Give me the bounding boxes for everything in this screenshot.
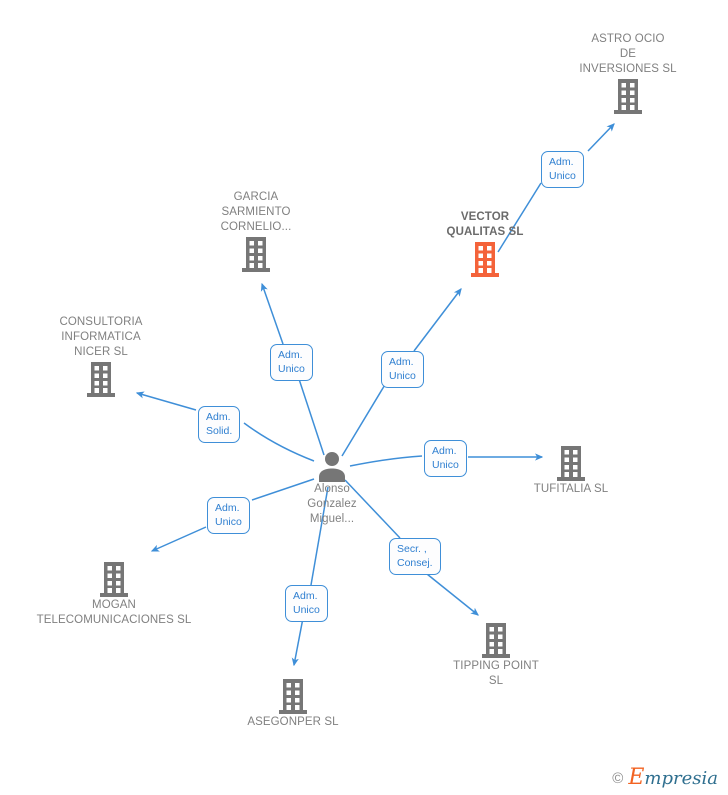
node-label-tufitalia: TUFITALIA SL [533, 483, 609, 495]
edge-line-consultoria-left [135, 391, 197, 411]
node-tufitalia[interactable]: TUFITALIA SL [486, 444, 656, 497]
building-icon [486, 444, 656, 482]
building-icon [171, 235, 341, 273]
node-vector-qualitas[interactable]: VECTOR QUALITAS SL [400, 210, 570, 278]
node-garcia-sarmiento[interactable]: GARCIA SARMIENTO CORNELIO... [171, 190, 341, 273]
node-label-asegonper: ASEGONPER SL [247, 716, 339, 728]
edge-label-vector-qualitas[interactable]: Adm. Unico [381, 351, 424, 388]
node-tipping-point[interactable]: TIPPING POINT SL [411, 621, 581, 689]
node-astro-ocio[interactable]: ASTRO OCIO DE INVERSIONES SL [543, 32, 713, 115]
node-mogan-telecomunicaciones[interactable]: MOGAN TELECOMUNICACIONES SL [29, 560, 199, 628]
edge-label-garcia-sarmiento[interactable]: Adm. Unico [270, 344, 313, 381]
node-label-astro-ocio: ASTRO OCIO DE INVERSIONES SL [579, 33, 677, 75]
node-label-center-person: Alonso Gonzalez Miguel... [307, 483, 357, 525]
edge-line-vector-qualitas-lower [341, 382, 387, 457]
node-asegonper[interactable]: ASEGONPER SL [208, 677, 378, 730]
node-label-garcia-sarmiento: GARCIA SARMIENTO CORNELIO... [220, 191, 292, 233]
edge-label-mogan[interactable]: Adm. Unico [207, 497, 250, 534]
edge-label-asegonper[interactable]: Adm. Unico [285, 585, 328, 622]
edge-line-astro-ocio-upper [587, 123, 615, 152]
building-icon [29, 560, 199, 598]
brand-logo: Empresia [628, 765, 718, 790]
building-icon [16, 360, 186, 398]
edge-label-tipping-point[interactable]: Secr. , Consej. [389, 538, 441, 575]
edge-line-garcia-lower [297, 375, 325, 456]
node-label-tipping-point: TIPPING POINT SL [453, 660, 539, 687]
edge-line-consultoria-right [243, 422, 315, 462]
edge-line-tufitalia-left [349, 455, 423, 467]
building-icon [411, 621, 581, 659]
person-icon [247, 450, 417, 482]
edge-line-mogan-left [150, 526, 207, 552]
edge-label-tufitalia[interactable]: Adm. Unico [424, 440, 467, 477]
edge-label-astro-ocio[interactable]: Adm. Unico [541, 151, 584, 188]
edge-line-tipping-upper [344, 479, 401, 539]
node-label-consultoria-informatica: CONSULTORIA INFORMATICA NICER SL [59, 316, 143, 358]
edge-line-garcia-upper [260, 282, 284, 345]
brand-rest: mpresia [644, 768, 718, 789]
edge-line-asegonper-lower [291, 617, 304, 667]
edge-label-consultoria[interactable]: Adm. Solid. [198, 406, 241, 443]
edge-line-asegonper-upper [310, 486, 329, 586]
building-icon [543, 77, 713, 115]
watermark: © Empresia [612, 765, 718, 790]
brand-initial: E [628, 765, 645, 790]
edge-line-astro-ocio-lower [497, 182, 542, 253]
node-center-person[interactable]: Alonso Gonzalez Miguel... [247, 450, 417, 527]
node-consultoria-informatica[interactable]: CONSULTORIA INFORMATICA NICER SL [16, 315, 186, 398]
edge-line-tipping-lower [421, 569, 479, 616]
edge-line-mogan-right [251, 478, 315, 501]
copyright-icon: © [612, 770, 624, 787]
building-icon-highlighted [400, 240, 570, 278]
building-icon [208, 677, 378, 715]
edge-line-vector-qualitas-upper [413, 288, 462, 352]
node-label-vector-qualitas: VECTOR QUALITAS SL [446, 211, 524, 238]
node-label-mogan-telecomunicaciones: MOGAN TELECOMUNICACIONES SL [36, 599, 192, 626]
